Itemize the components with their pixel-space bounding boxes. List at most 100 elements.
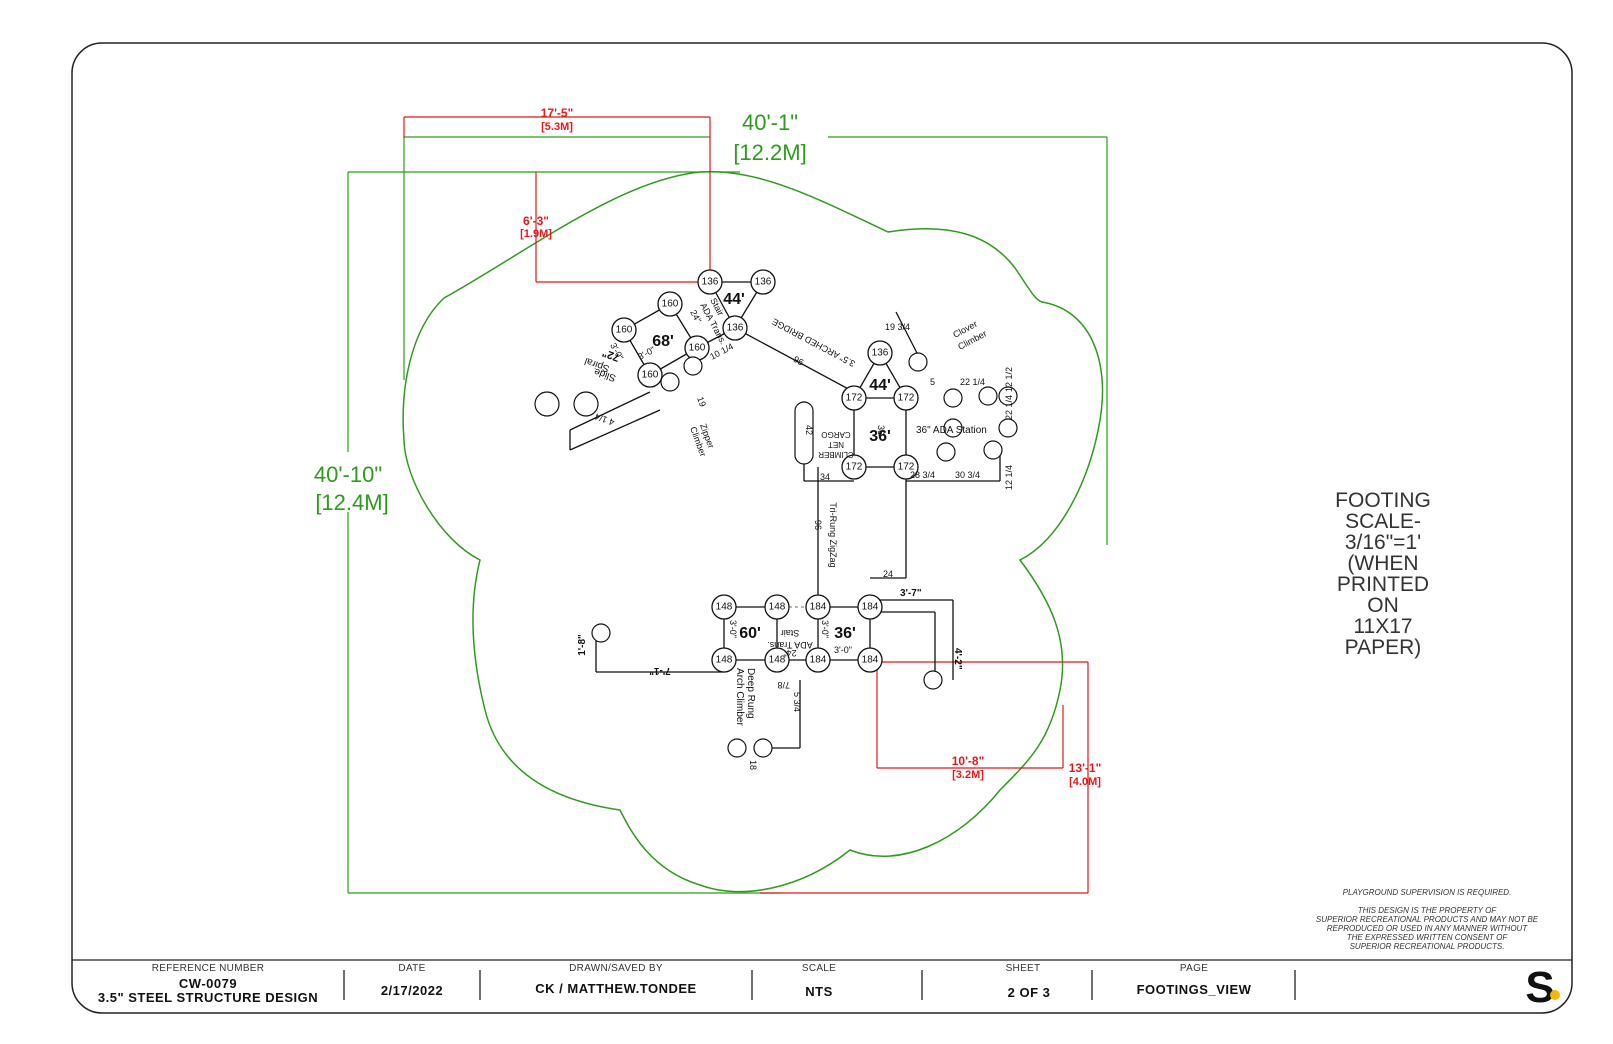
post-height-label: 172 [846, 393, 863, 404]
dim-30-3-4: 30 3/4 [955, 470, 980, 480]
company-logo: S [1525, 963, 1560, 1012]
property-note-line: SUPERIOR RECREATIONAL PRODUCTS AND MAY N… [1316, 915, 1539, 924]
scale-value: NTS [805, 984, 833, 999]
post-footing [637, 362, 663, 388]
dim-7-1: 7'-1" [649, 665, 671, 676]
dim-18: 18 [748, 760, 758, 770]
property-note-line: THIS DESIGN IS THE PROPERTY OF [1358, 906, 1498, 915]
deck-height-68: 68' [652, 333, 674, 350]
bridge-label: 3.5" ARCHED BRIDGE [770, 316, 857, 368]
dim-28-3-4: 28 3/4 [910, 470, 935, 480]
post-height-label: 148 [769, 655, 786, 666]
post-height-label: 148 [716, 655, 733, 666]
post-footing [805, 594, 831, 620]
post-height-label: 136 [872, 348, 889, 359]
post-footing [805, 647, 831, 673]
post-footing [857, 594, 883, 620]
scale-note-line: 3/16"=1' [1345, 531, 1421, 554]
post-height-label: 160 [662, 299, 679, 310]
post-footing [893, 385, 919, 411]
dim-36: 36 [876, 425, 886, 435]
scale-note-line: ON [1367, 594, 1399, 617]
dim-12-1-2: 12 1/2 [1004, 367, 1014, 392]
dim-22-1-4-a: 22 1/4 [960, 377, 985, 387]
bottom-right-h-label: 10'-8" [952, 754, 985, 768]
post-footing [764, 594, 790, 620]
lower-stair-2: Stair [781, 628, 800, 638]
post-height-label: 136 [702, 277, 719, 288]
post-footing [764, 647, 790, 673]
post-height-label: 172 [898, 393, 915, 404]
date-label: DATE [398, 963, 425, 974]
post-height-label: 136 [727, 323, 744, 334]
dim-5: 5 [930, 377, 935, 387]
scale-label: SCALE [802, 963, 836, 974]
scale-note-line: (WHEN [1347, 552, 1418, 575]
dim-34: 34 [820, 472, 830, 482]
dim-7-8: 7/8 [777, 680, 790, 690]
post-footing [697, 269, 723, 295]
supervision-note: PLAYGROUND SUPERVISION IS REQUIRED. [1343, 888, 1512, 897]
bridge-dim: 96 [792, 354, 806, 368]
dim-22-1-4-b: 22 1/4 [1004, 395, 1014, 420]
left-offset-label: 6'-3" [523, 214, 549, 228]
component-labels: 3.5" ARCHED BRIDGE 96 Clover Climber 19 … [577, 296, 1014, 770]
reference-value: CW-0079 [179, 976, 237, 991]
dim-19: 19 [695, 395, 708, 408]
scale-note-line: PRINTED [1337, 573, 1429, 596]
zigzag-label: Tri-Rung ZigZag [828, 502, 838, 567]
dim-5-3-4: 5 3/4 [792, 692, 802, 712]
dim-24: 24 [883, 569, 893, 579]
use-zone-boundary [402, 170, 1104, 893]
post-footing [867, 340, 893, 366]
post-height-label: 172 [846, 462, 863, 473]
red-dimension-lines [403, 116, 1089, 894]
cargo-label-1: CARGO [821, 430, 850, 439]
post-footing [711, 594, 737, 620]
cargo-label-2: NET [828, 440, 844, 449]
post-footing [841, 385, 867, 411]
dim-3-0-d: 3'-0" [820, 620, 830, 638]
post-footing [657, 291, 683, 317]
post-height-label: 160 [642, 370, 659, 381]
deck-height-mid: 44' [869, 377, 891, 394]
property-note-line: SUPERIOR RECREATIONAL PRODUCTS. [1350, 942, 1505, 951]
cargo-label-3: CLIMBER [818, 450, 854, 459]
deck-height-60: 60' [739, 625, 761, 642]
logo-letter: S [1525, 963, 1554, 1012]
post-footing [611, 317, 637, 343]
post-footing [893, 454, 919, 480]
sheet-border [71, 42, 1573, 1014]
post-height-label: 148 [716, 602, 733, 613]
dim-12-1-4: 12 1/4 [1004, 465, 1014, 490]
reference-label: REFERENCE NUMBER [152, 963, 265, 974]
scale-note-line: SCALE- [1345, 510, 1421, 533]
post-footing [841, 454, 867, 480]
top-offset-metric: [5.3M] [541, 121, 573, 133]
deck-height-top: 44' [723, 291, 745, 308]
bottom-right-v-metric: [4.0M] [1069, 776, 1101, 788]
drawn-by-value: CK / MATTHEW.TONDEE [535, 981, 696, 996]
dim-3-7: 3'-7" [900, 588, 922, 599]
overall-width-label: 40'-1" [742, 110, 798, 135]
drawn-by-label: DRAWN/SAVED BY [569, 963, 663, 974]
scale-note-line: PAPER) [1345, 636, 1422, 659]
post-height-label: 184 [810, 602, 827, 613]
post-height-label: 184 [810, 655, 827, 666]
spiral-height: 72" [601, 346, 622, 363]
post-height-label: 172 [898, 462, 915, 473]
post-height-label: 160 [689, 343, 706, 354]
title-block-separators [343, 970, 1296, 1000]
post-height-label: 136 [755, 277, 772, 288]
scale-note-line: 11X17 [1353, 615, 1412, 638]
deck-height-36-mid: 36' [869, 428, 891, 445]
post-footing [711, 647, 737, 673]
property-note-line: THE EXPRESSED WRITTEN CONSENT OF [1347, 933, 1509, 942]
post-footing [750, 269, 776, 295]
deep-rung-2: Arch Climber [734, 668, 745, 726]
overall-dimension-lines [347, 136, 1108, 894]
post-footing [722, 315, 748, 341]
dim-3-0-e: 3'-0" [834, 645, 852, 655]
